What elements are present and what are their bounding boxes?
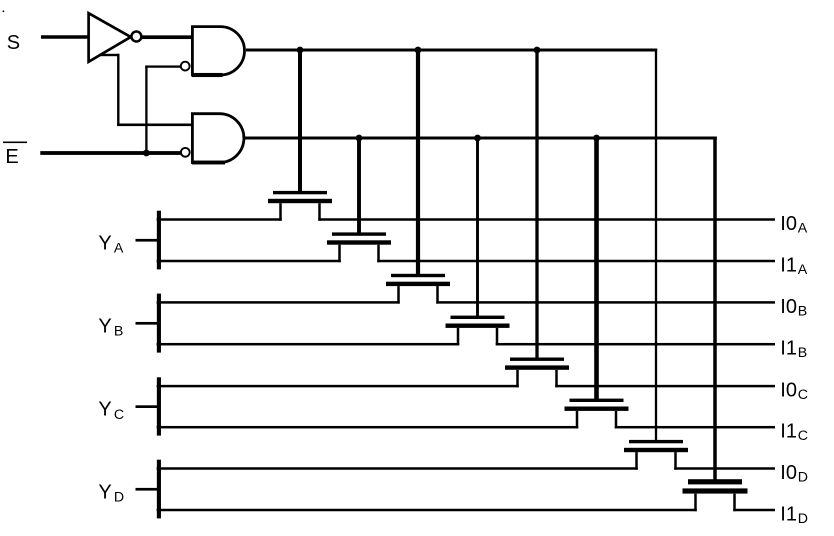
svg-text:A: A [798,262,808,278]
svg-text:A: A [114,240,124,256]
svg-text:E: E [5,146,18,168]
svg-text:I1: I1 [780,421,797,443]
svg-text:D: D [114,489,124,505]
svg-text:S: S [7,32,20,54]
svg-text:D: D [798,469,808,485]
svg-text:B: B [798,345,807,361]
svg-text:D: D [798,511,808,527]
svg-text:C: C [114,407,124,423]
svg-text:B: B [798,303,807,319]
svg-text:Y: Y [98,232,111,254]
svg-text:C: C [798,387,808,403]
svg-text:Y: Y [98,399,111,421]
svg-text:I0: I0 [780,380,797,402]
svg-text:I1: I1 [780,254,797,276]
svg-text:I1: I1 [780,503,797,525]
svg-text:C: C [798,428,808,444]
svg-text:I0: I0 [780,213,797,235]
svg-text:B: B [114,323,123,339]
svg-text:I0: I0 [780,462,797,484]
svg-text:Y: Y [98,481,111,503]
svg-text:I0: I0 [780,296,797,318]
svg-text:A: A [798,220,808,236]
svg-text:I1: I1 [780,338,797,360]
svg-text:Y: Y [98,315,111,337]
